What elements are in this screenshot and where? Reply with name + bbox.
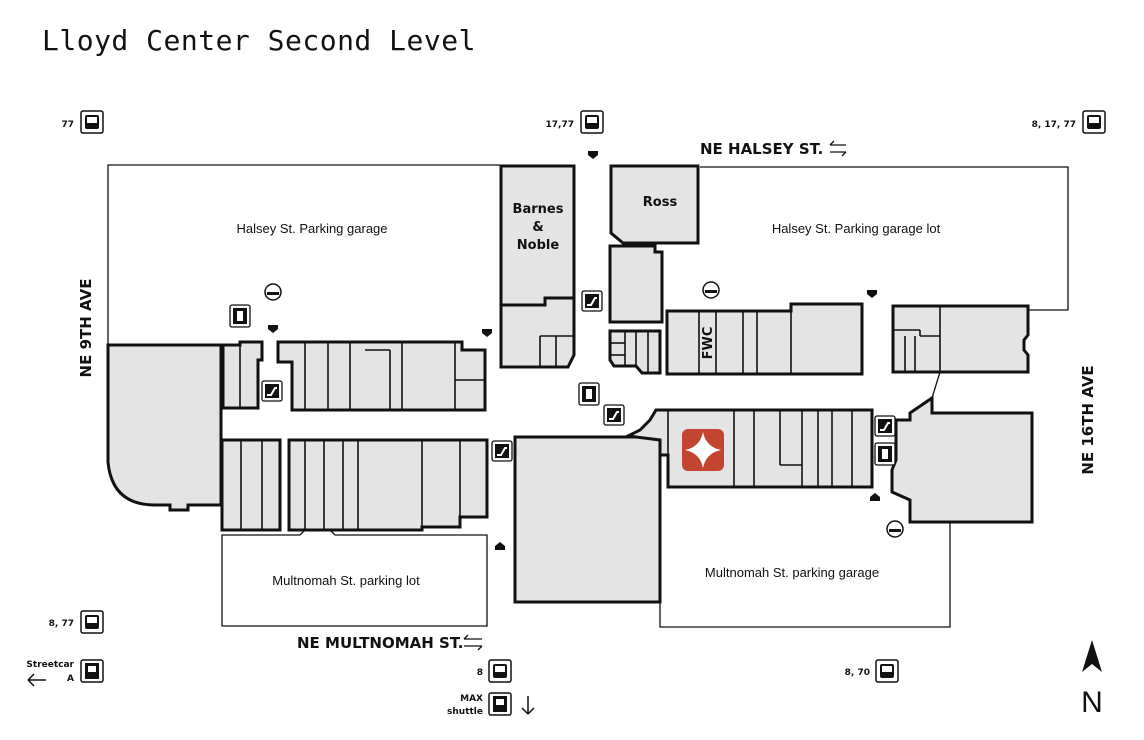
lower-left-stores-b bbox=[287, 438, 489, 532]
escalator-icon[interactable] bbox=[491, 440, 513, 462]
multnomah-lot-outline bbox=[221, 529, 488, 627]
ross-store bbox=[609, 164, 700, 245]
escalator-icon[interactable] bbox=[874, 415, 896, 437]
halsey-lot-label: Halsey St. Parking garage lot bbox=[772, 221, 941, 236]
north-label: N bbox=[1081, 686, 1103, 719]
small-stores-center bbox=[608, 329, 662, 375]
entrance-icon[interactable] bbox=[268, 325, 278, 333]
store-label-ross[interactable]: Ross bbox=[643, 195, 678, 210]
multnomah-lot-label: Multnomah St. parking lot bbox=[272, 573, 420, 588]
smoking-area-icon bbox=[886, 520, 904, 538]
halsey-garage-label: Halsey St. Parking garage bbox=[236, 221, 387, 236]
escalator-icon[interactable] bbox=[603, 404, 625, 426]
bus-routes-sw: 8, 77 bbox=[49, 619, 74, 629]
bus-routes-se: 8, 70 bbox=[845, 668, 870, 678]
entrance-icon[interactable] bbox=[870, 493, 880, 501]
street-ne-16th: NE 16TH AVE bbox=[1079, 365, 1097, 474]
halsey-lot-outline bbox=[700, 166, 1069, 311]
escalator-icon[interactable] bbox=[261, 380, 283, 402]
streetcar-label: Streetcar bbox=[26, 660, 74, 670]
entrance-icon[interactable] bbox=[867, 290, 877, 298]
north-arrow-icon bbox=[1082, 640, 1102, 672]
store-label-fwc[interactable]: FWC bbox=[701, 327, 716, 360]
west-anchor-building bbox=[106, 343, 223, 512]
upper-left-stores-a bbox=[221, 340, 264, 410]
bus-icon[interactable] bbox=[488, 659, 512, 683]
lower-left-stores-a bbox=[220, 438, 282, 532]
barnes-lower-stores bbox=[499, 296, 576, 369]
halsey-garage-outline bbox=[107, 164, 500, 345]
streetcar-icon[interactable] bbox=[80, 659, 104, 683]
fwc-block bbox=[665, 302, 864, 376]
escalator-icon[interactable] bbox=[581, 290, 603, 312]
max-shuttle-label: shuttle bbox=[447, 707, 483, 717]
store-label-noble[interactable]: Noble bbox=[517, 238, 560, 253]
arrow-down-icon bbox=[521, 696, 535, 715]
barnes-and-noble-store bbox=[499, 164, 576, 307]
bus-icon[interactable] bbox=[1082, 110, 1106, 134]
store-label-ampersand: & bbox=[532, 220, 543, 235]
map-title: Lloyd Center Second Level bbox=[42, 24, 476, 57]
two-way-arrow-icon bbox=[463, 634, 483, 651]
streetcar-line: A bbox=[67, 674, 74, 684]
two-way-arrow-icon bbox=[829, 140, 847, 157]
central-anchor-building bbox=[513, 435, 662, 604]
smoking-area-icon bbox=[702, 281, 720, 299]
multnomah-garage-label: Multnomah St. parking garage bbox=[705, 565, 879, 580]
bus-icon[interactable] bbox=[80, 110, 104, 134]
store-label-barnes[interactable]: Barnes bbox=[513, 202, 564, 217]
street-ne-9th: NE 9TH AVE bbox=[77, 279, 95, 378]
elevator-icon[interactable] bbox=[578, 382, 600, 406]
arrow-left-icon bbox=[27, 673, 46, 687]
center-east-stores bbox=[622, 408, 874, 489]
bus-routes-s: 8 bbox=[477, 668, 483, 678]
bus-routes-n: 17,77 bbox=[546, 120, 574, 130]
bus-icon[interactable] bbox=[580, 110, 604, 134]
max-shuttle-icon[interactable] bbox=[488, 692, 512, 716]
bus-routes-ne: 8, 17, 77 bbox=[1032, 120, 1076, 130]
elevator-icon[interactable] bbox=[229, 304, 251, 328]
entrance-icon[interactable] bbox=[495, 542, 505, 550]
bus-icon[interactable] bbox=[80, 610, 104, 634]
northeast-stores bbox=[891, 304, 1030, 374]
entrance-icon[interactable] bbox=[482, 329, 492, 337]
bus-icon[interactable] bbox=[875, 659, 899, 683]
smoking-area-icon bbox=[264, 283, 282, 301]
bus-routes-nw: 77 bbox=[61, 120, 74, 130]
sparkle-icon bbox=[685, 432, 721, 468]
max-label: MAX bbox=[460, 694, 483, 704]
east-anchor-building bbox=[890, 395, 1034, 524]
elevator-icon[interactable] bbox=[874, 442, 896, 466]
store-below-ross bbox=[608, 244, 664, 324]
street-ne-multnomah: NE MULTNOMAH ST. bbox=[297, 634, 464, 652]
street-ne-halsey: NE HALSEY ST. bbox=[700, 140, 823, 158]
multnomah-garage-outline bbox=[659, 487, 951, 628]
upper-left-stores-b bbox=[276, 340, 487, 412]
entrance-icon[interactable] bbox=[588, 151, 598, 159]
